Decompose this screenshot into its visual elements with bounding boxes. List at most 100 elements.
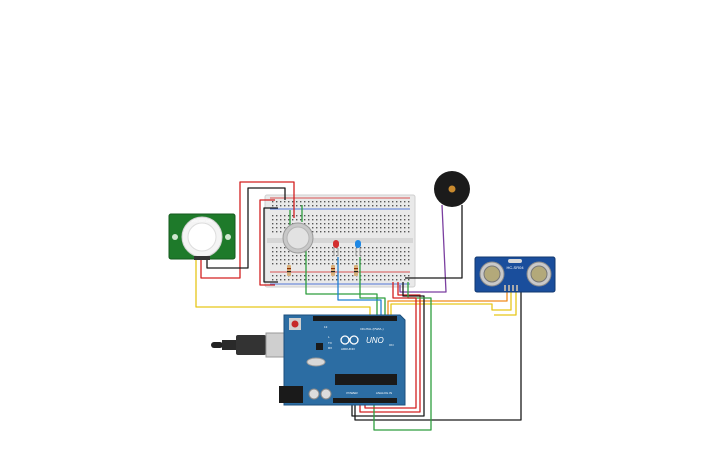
blue-led[interactable] (355, 240, 361, 256)
breadboard-hole (336, 255, 338, 257)
breadboard-hole (280, 205, 282, 207)
breadboard-hole (340, 201, 342, 203)
breadboard-hole (348, 247, 350, 249)
breadboard-hole (284, 247, 286, 249)
breadboard-hole (376, 263, 378, 265)
breadboard-hole (276, 231, 278, 233)
breadboard-hole (408, 263, 410, 265)
breadboard-hole (348, 251, 350, 253)
pir-sensor[interactable]: VCC OUT GND (168, 213, 236, 260)
gas-sensor[interactable] (282, 222, 314, 254)
breadboard-hole (392, 279, 394, 281)
breadboard-hole (272, 231, 274, 233)
breadboard-hole (388, 247, 390, 249)
wire-purple-buzzer (399, 204, 447, 293)
resistor-3[interactable] (354, 265, 358, 276)
breadboard-hole (352, 247, 354, 249)
breadboard-hole (272, 255, 274, 257)
breadboard-hole (308, 215, 310, 217)
breadboard-hole (304, 259, 306, 261)
breadboard-hole (376, 215, 378, 217)
breadboard-hole (404, 259, 406, 261)
breadboard-hole (396, 279, 398, 281)
breadboard-hole (360, 223, 362, 225)
breadboard-hole (332, 251, 334, 253)
breadboard-hole (340, 227, 342, 229)
breadboard-hole (280, 223, 282, 225)
breadboard-hole (368, 247, 370, 249)
breadboard-hole (364, 223, 366, 225)
breadboard-hole (336, 215, 338, 217)
breadboard-hole (312, 223, 314, 225)
breadboard-hole (332, 255, 334, 257)
breadboard-hole (368, 255, 370, 257)
breadboard-hole (324, 201, 326, 203)
wire-green-led (359, 257, 386, 318)
arduino-l-label: L (328, 335, 330, 339)
breadboard-hole (300, 259, 302, 261)
breadboard-hole (356, 205, 358, 207)
breadboard-hole (300, 219, 302, 221)
breadboard-hole (320, 279, 322, 281)
breadboard-hole (308, 205, 310, 207)
breadboard-hole (388, 263, 390, 265)
breadboard-hole (408, 227, 410, 229)
breadboard-hole (368, 227, 370, 229)
resistor-1[interactable] (287, 265, 291, 276)
ultrasonic-model-label: HC-SR04 (506, 265, 524, 270)
breadboard-hole (332, 215, 334, 217)
breadboard-hole (380, 223, 382, 225)
breadboard-hole (328, 247, 330, 249)
red-led[interactable] (333, 240, 339, 256)
breadboard-hole (408, 247, 410, 249)
breadboard-hole (344, 251, 346, 253)
breadboard-hole (408, 223, 410, 225)
breadboard-hole (316, 205, 318, 207)
breadboard-hole (280, 275, 282, 277)
breadboard-hole (316, 275, 318, 277)
breadboard-hole (384, 259, 386, 261)
breadboard-hole (400, 255, 402, 257)
breadboard-hole (348, 263, 350, 265)
breadboard-hole (328, 251, 330, 253)
breadboard-hole (300, 255, 302, 257)
breadboard-hole (364, 255, 366, 257)
breadboard-hole (388, 251, 390, 253)
breadboard-hole (400, 223, 402, 225)
breadboard-hole (372, 223, 374, 225)
breadboard-hole (328, 255, 330, 257)
arduino-power-label: POWER (346, 391, 358, 395)
resistor-2[interactable] (331, 265, 335, 276)
breadboard-hole (408, 255, 410, 257)
breadboard-hole (308, 251, 310, 253)
breadboard-hole (280, 231, 282, 233)
breadboard-hole (364, 251, 366, 253)
arduino-uno[interactable]: UNO ARDUINO DIGITAL (PWM~) POWER ANALOG … (211, 314, 406, 406)
breadboard-hole (384, 227, 386, 229)
piezo-buzzer[interactable] (434, 171, 470, 207)
breadboard-hole (368, 223, 370, 225)
breadboard-hole (364, 227, 366, 229)
breadboard-hole (324, 259, 326, 261)
breadboard-hole (304, 219, 306, 221)
breadboard-hole (344, 231, 346, 233)
breadboard-hole (300, 263, 302, 265)
breadboard-hole (352, 259, 354, 261)
breadboard-hole (400, 247, 402, 249)
ultrasonic-sensor[interactable]: HC-SR04 (474, 256, 556, 293)
breadboard-hole (348, 215, 350, 217)
breadboard-hole (392, 231, 394, 233)
breadboard-hole (408, 279, 410, 281)
breadboard-hole (284, 251, 286, 253)
breadboard-hole (392, 227, 394, 229)
breadboard-hole (312, 279, 314, 281)
breadboard-hole (384, 275, 386, 277)
breadboard-hole (288, 251, 290, 253)
breadboard-hole (312, 251, 314, 253)
breadboard-hole (296, 259, 298, 261)
breadboard-hole (384, 231, 386, 233)
breadboard-hole (360, 251, 362, 253)
breadboard-hole (328, 215, 330, 217)
breadboard-hole (404, 223, 406, 225)
breadboard-hole (336, 231, 338, 233)
